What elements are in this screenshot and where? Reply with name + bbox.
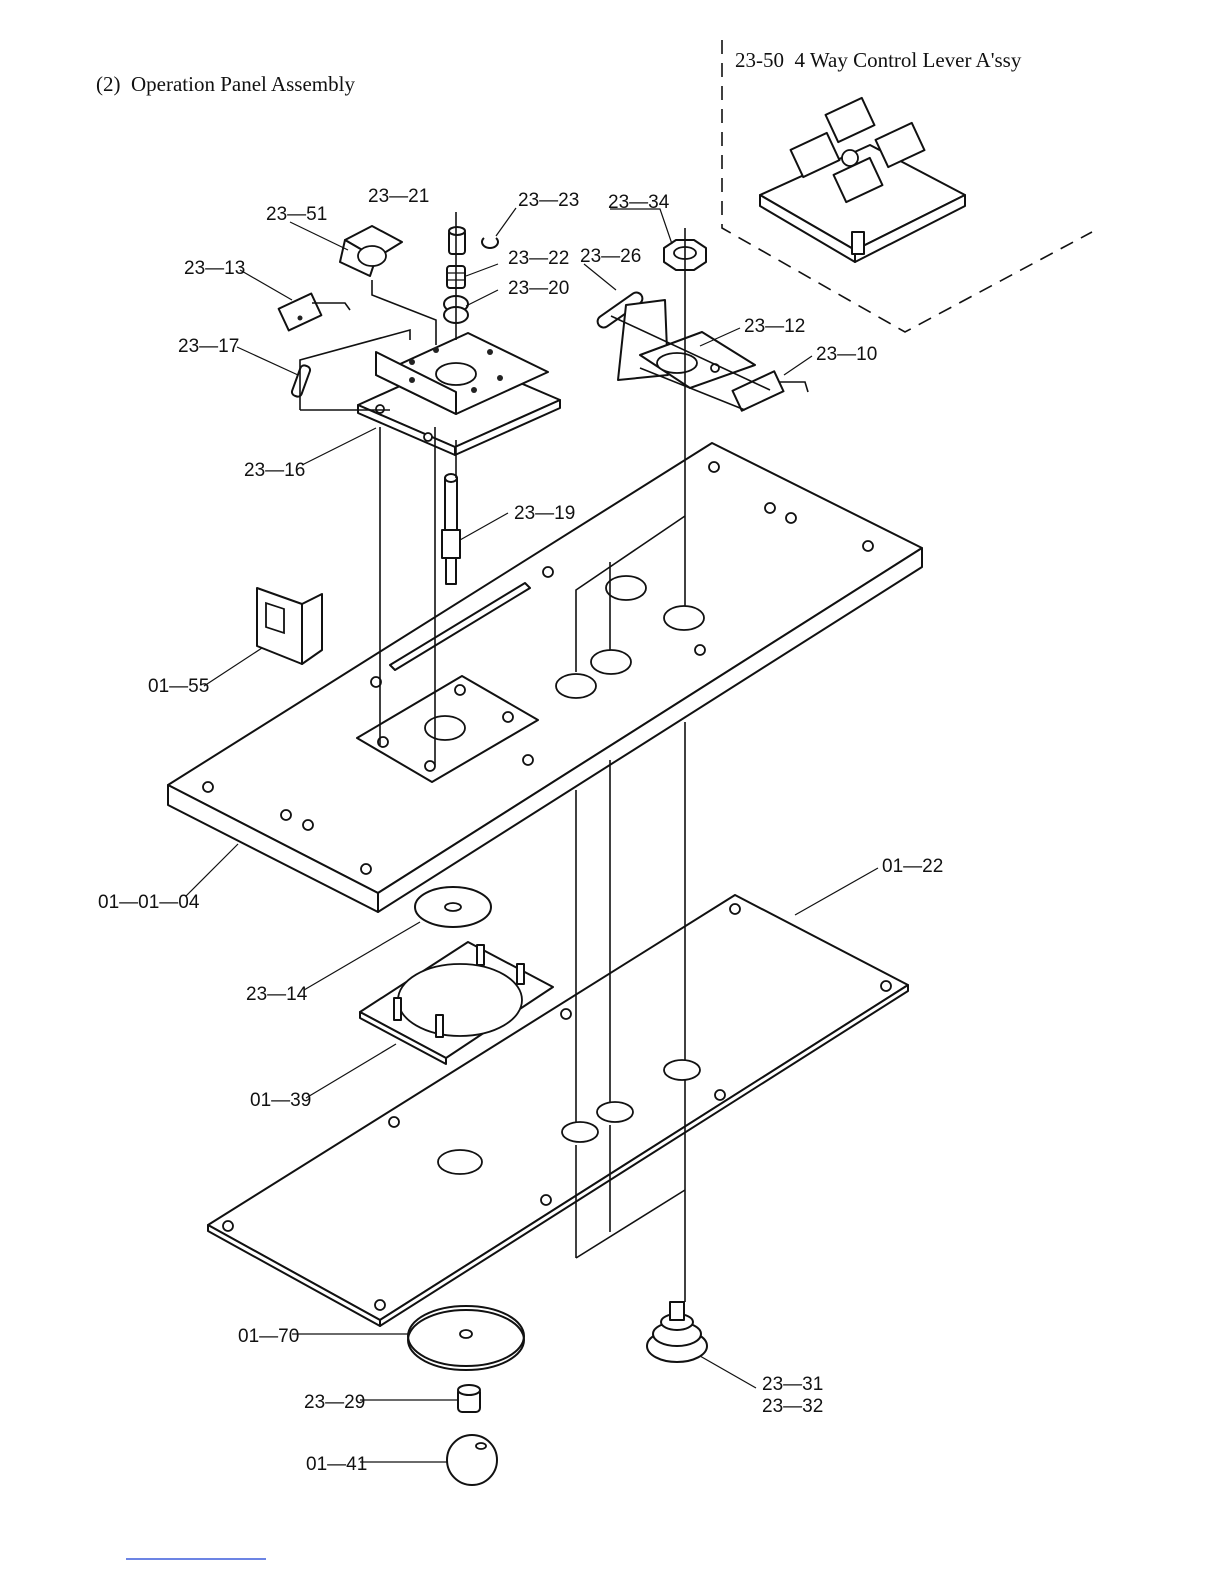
label-01-22: 01—22: [882, 856, 943, 877]
label-23-29: 23—29: [304, 1392, 365, 1413]
spacer-23-29: [458, 1385, 480, 1412]
label-23-14: 23—14: [246, 984, 308, 1005]
clip-23-23: [482, 238, 498, 248]
label-01-41: 01—41: [306, 1454, 367, 1475]
label-01-70: 01—70: [238, 1326, 299, 1347]
plate-23-51: [340, 226, 402, 276]
bracket-23-12: [618, 300, 755, 388]
label-23-32: 23—32: [762, 1396, 823, 1417]
disk-01-70: [408, 1306, 524, 1370]
label-23-19: 23—19: [514, 503, 575, 524]
label-23-13: 23—13: [184, 258, 245, 279]
label-23-17: 23—17: [178, 336, 239, 357]
label-23-26: 23—26: [580, 246, 641, 267]
inset-lever-assembly: [760, 98, 965, 262]
label-23-34: 23—34: [608, 192, 670, 213]
label-23-10: 23—10: [816, 344, 877, 365]
label-01-55: 01—55: [148, 676, 209, 697]
collar-23-21: [449, 227, 465, 254]
shaft-23-19: [442, 474, 460, 584]
panel-01-22: [208, 895, 908, 1326]
label-23-31: 23—31: [762, 1374, 823, 1395]
label-23-12: 23—12: [744, 316, 805, 337]
label-23-16: 23—16: [244, 460, 305, 481]
label-23-22: 23—22: [508, 248, 569, 269]
label-23-23: 23—23: [518, 190, 579, 211]
bushing-23-31: [647, 1302, 707, 1362]
washer-23-14: [415, 887, 491, 927]
bracket-01-55: [257, 588, 322, 664]
label-01-01-04: 01—01—04: [98, 892, 200, 913]
label-23-20: 23—20: [508, 278, 569, 299]
actuator-23-17: [291, 364, 311, 397]
lever-base-23-16: [358, 333, 560, 455]
label-01-39: 01—39: [250, 1090, 311, 1111]
label-23-21: 23—21: [368, 186, 429, 207]
knob-01-41: [447, 1435, 497, 1485]
label-23-51: 23—51: [266, 204, 327, 225]
